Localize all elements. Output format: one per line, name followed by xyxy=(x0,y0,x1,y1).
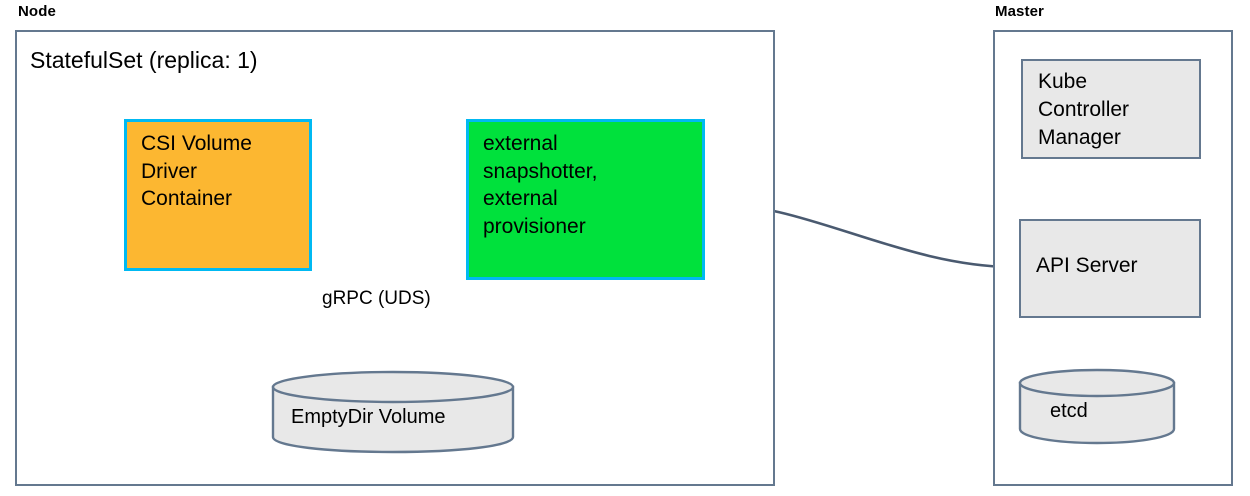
api-server-box[interactable]: API Server xyxy=(1019,219,1201,318)
grpc-uds-label: gRPC (UDS) xyxy=(322,288,431,309)
external-sidecars-line-3: external xyxy=(483,187,558,211)
csi-driver-line-1: CSI Volume xyxy=(141,132,252,155)
node-group-label: Node xyxy=(18,3,56,20)
master-group-label: Master xyxy=(995,3,1044,20)
kube-controller-manager-box[interactable]: Kube Controller Manager xyxy=(1021,59,1201,159)
etcd-cylinder[interactable] xyxy=(1018,368,1178,446)
kcm-line-1: Kube xyxy=(1038,70,1088,93)
kcm-line-3: Manager xyxy=(1038,125,1121,149)
emptydir-volume-cylinder[interactable] xyxy=(271,370,517,454)
api-server-label: API Server xyxy=(1036,254,1138,277)
kcm-line-2: Controller xyxy=(1038,97,1130,121)
external-sidecars-line-4: provisioner xyxy=(483,215,586,239)
external-sidecars-box[interactable]: external snapshotter, external provision… xyxy=(466,119,705,280)
statefulset-title: StatefulSet (replica: 1) xyxy=(30,47,258,73)
external-sidecars-line-1: external xyxy=(483,132,558,155)
csi-volume-driver-container-box[interactable]: CSI Volume Driver Container xyxy=(124,119,312,271)
etcd-label: etcd xyxy=(1050,400,1088,422)
csi-driver-line-3: Container xyxy=(141,187,233,211)
csi-driver-line-2: Driver xyxy=(141,159,197,183)
emptydir-volume-label: EmptyDir Volume xyxy=(291,406,446,428)
external-sidecars-line-2: snapshotter, xyxy=(483,159,598,183)
